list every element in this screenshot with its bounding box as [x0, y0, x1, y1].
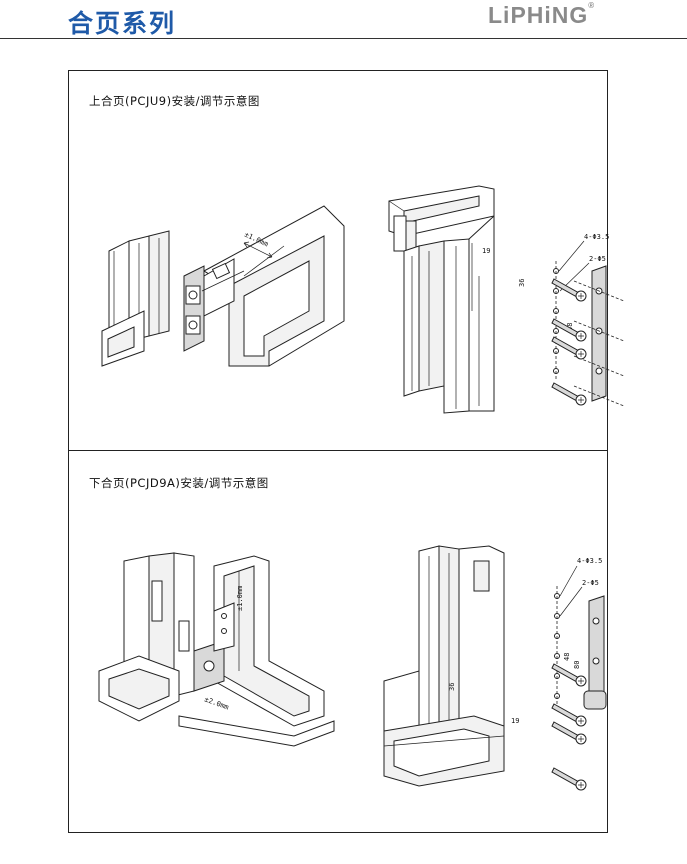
screw-icon: [551, 336, 587, 360]
registered-mark: ®: [588, 1, 596, 11]
brand-logo: LiPHiNG®: [488, 1, 596, 29]
bottom-hinge-panel: 下合页(PCJD9A)安装/调节示意图 ±1.0mm ±2.0mm: [68, 450, 608, 833]
screw-icon: [551, 278, 587, 302]
bottom-hole-markers: [554, 586, 560, 706]
page-title: 合页系列: [68, 9, 177, 38]
top-screw-set: [551, 278, 587, 406]
top-dim-d3: 48: [566, 323, 574, 331]
top-dim-d1: 19: [482, 247, 490, 255]
screw-icon: [551, 382, 587, 406]
bottom-adjust-label-a: ±1.0mm: [236, 586, 244, 611]
bottom-dim-d3: 48: [563, 653, 571, 661]
bottom-hinge-detail-drawing: 36 19 4-Φ3.5 2-Φ5 48 80: [383, 545, 607, 787]
bottom-dim-d1: 19: [511, 717, 519, 725]
bottom-dim-holes-a: 4-Φ3.5: [577, 557, 602, 565]
screw-icon: [551, 703, 587, 727]
bottom-dim-holes-b: 2-Φ5: [582, 579, 599, 587]
top-hinge-assembly-drawing: ±1.0mm: [101, 205, 345, 367]
bottom-hinge-assembly-drawing: ±1.0mm ±2.0mm: [98, 552, 335, 747]
bottom-dim-d4: 80: [573, 661, 581, 669]
bottom-dim-d2: 36: [448, 683, 456, 691]
top-screws: [573, 280, 625, 407]
screw-icon: [551, 721, 587, 745]
screw-icon: [551, 318, 587, 342]
top-hinge-detail-drawing: 19 36 4-Φ3.5 2-Φ5 48 80: [388, 185, 625, 414]
screw-icon: [551, 663, 587, 687]
top-dim-d2: 36: [518, 279, 526, 287]
top-dim-holes-a: 4-Φ3.5: [584, 233, 609, 241]
bottom-hinge-title: 下合页(PCJD9A)安装/调节示意图: [89, 476, 269, 490]
top-dim-holes-b: 2-Φ5: [589, 255, 606, 263]
top-hinge-panel: 上合页(PCJU9)安装/调节示意图 ±1.0mm: [68, 70, 625, 451]
logo-text: LiPHiNG: [488, 2, 589, 28]
header-divider: [0, 38, 687, 39]
screw-icon: [551, 767, 587, 791]
bottom-adjust-label-b: ±2.0mm: [203, 695, 230, 711]
bottom-screw-set: [551, 663, 587, 791]
top-hinge-title: 上合页(PCJU9)安装/调节示意图: [89, 94, 260, 108]
